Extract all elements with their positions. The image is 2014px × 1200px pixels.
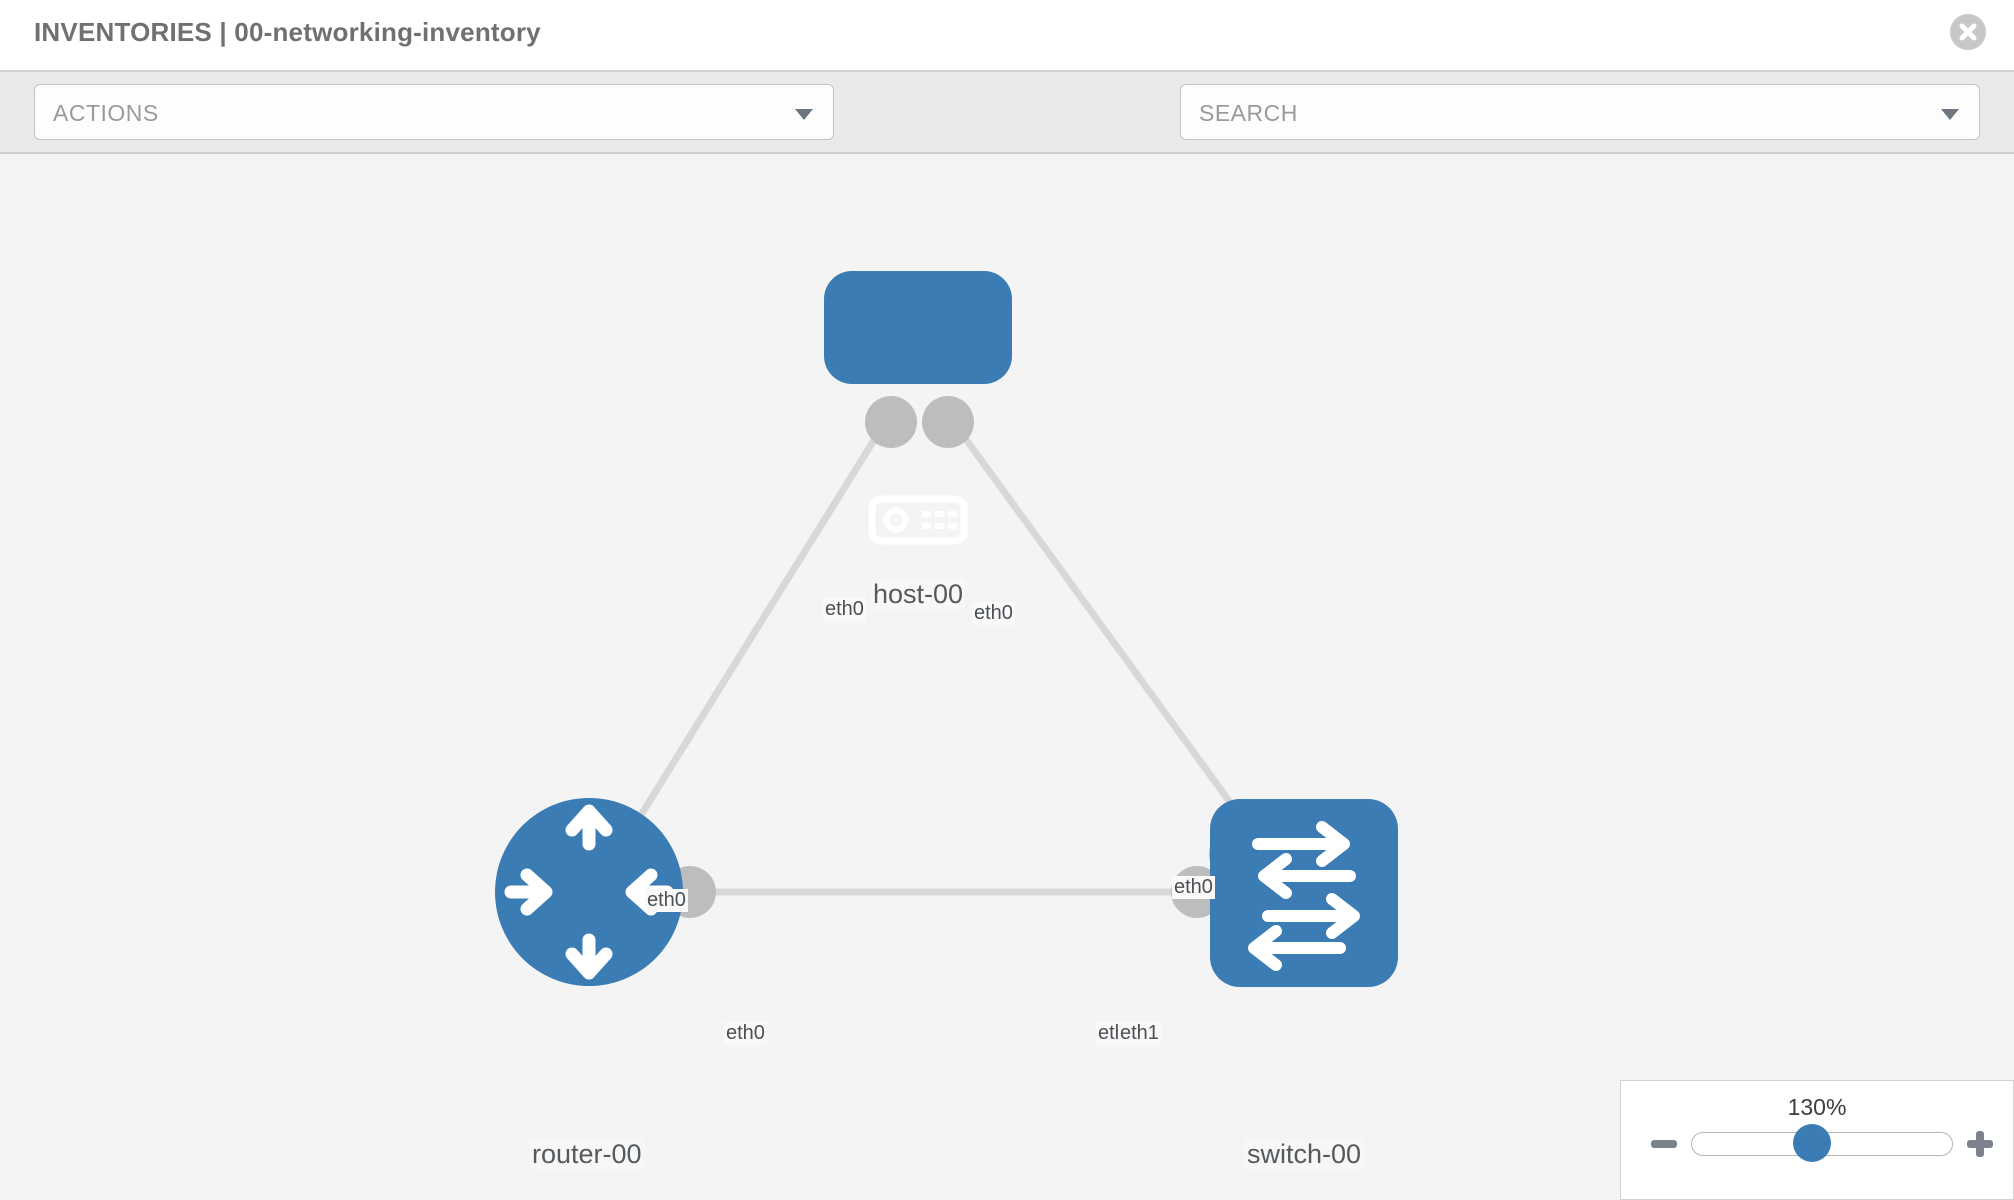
node-switch-00[interactable] (1210, 799, 1398, 987)
port-connector-layer (664, 396, 1261, 918)
port-label: eth0 (972, 602, 1015, 625)
link-host00-switch00[interactable] (946, 413, 1275, 863)
port-connector-host00-left[interactable] (865, 396, 917, 448)
node-label-router-00: router-00 (530, 1139, 644, 1170)
port-label: eth0 (1172, 876, 1215, 899)
page-header: INVENTORIES | 00-networking-inventory (0, 0, 2014, 70)
topology-canvas[interactable]: eth0 host-00 eth0 eth0 eth0 eth0 eth eth… (0, 154, 2014, 1200)
toolbar: ACTIONS (0, 70, 2014, 207)
search-placeholder: SEARCH (1199, 100, 1298, 126)
switch-icon (1248, 821, 1360, 971)
actions-dropdown[interactable]: ACTIONS (34, 84, 834, 140)
server-icon (868, 495, 968, 545)
port-label: eth0 (645, 889, 688, 912)
chevron-down-icon[interactable] (1941, 109, 1959, 120)
zoom-slider-thumb[interactable] (1793, 1124, 1831, 1162)
link-host00-router00[interactable] (610, 414, 892, 862)
close-icon[interactable] (1950, 14, 1986, 50)
zoom-level-value: 130% (1787, 1094, 1847, 1120)
node-label-switch-00: switch-00 (1245, 1139, 1364, 1170)
port-label: eth0 (724, 1022, 767, 1045)
chevron-down-icon (795, 109, 813, 120)
node-host-00[interactable] (824, 271, 1012, 545)
port-label: eth0 (823, 598, 866, 621)
topology-graph (495, 271, 1398, 987)
minus-icon[interactable] (1649, 1129, 1679, 1159)
node-label-host-00: host-00 (871, 579, 966, 610)
search-input[interactable]: SEARCH (1180, 84, 1980, 140)
actions-dropdown-label: ACTIONS (53, 100, 159, 126)
port-connector-host00-right[interactable] (922, 396, 974, 448)
plus-icon[interactable] (1965, 1129, 1995, 1159)
port-label: eth1 (1118, 1022, 1161, 1045)
page-title: INVENTORIES | 00-networking-inventory (34, 17, 541, 47)
zoom-control-panel: 130% (1620, 1080, 2014, 1200)
link-layer (610, 413, 1275, 896)
